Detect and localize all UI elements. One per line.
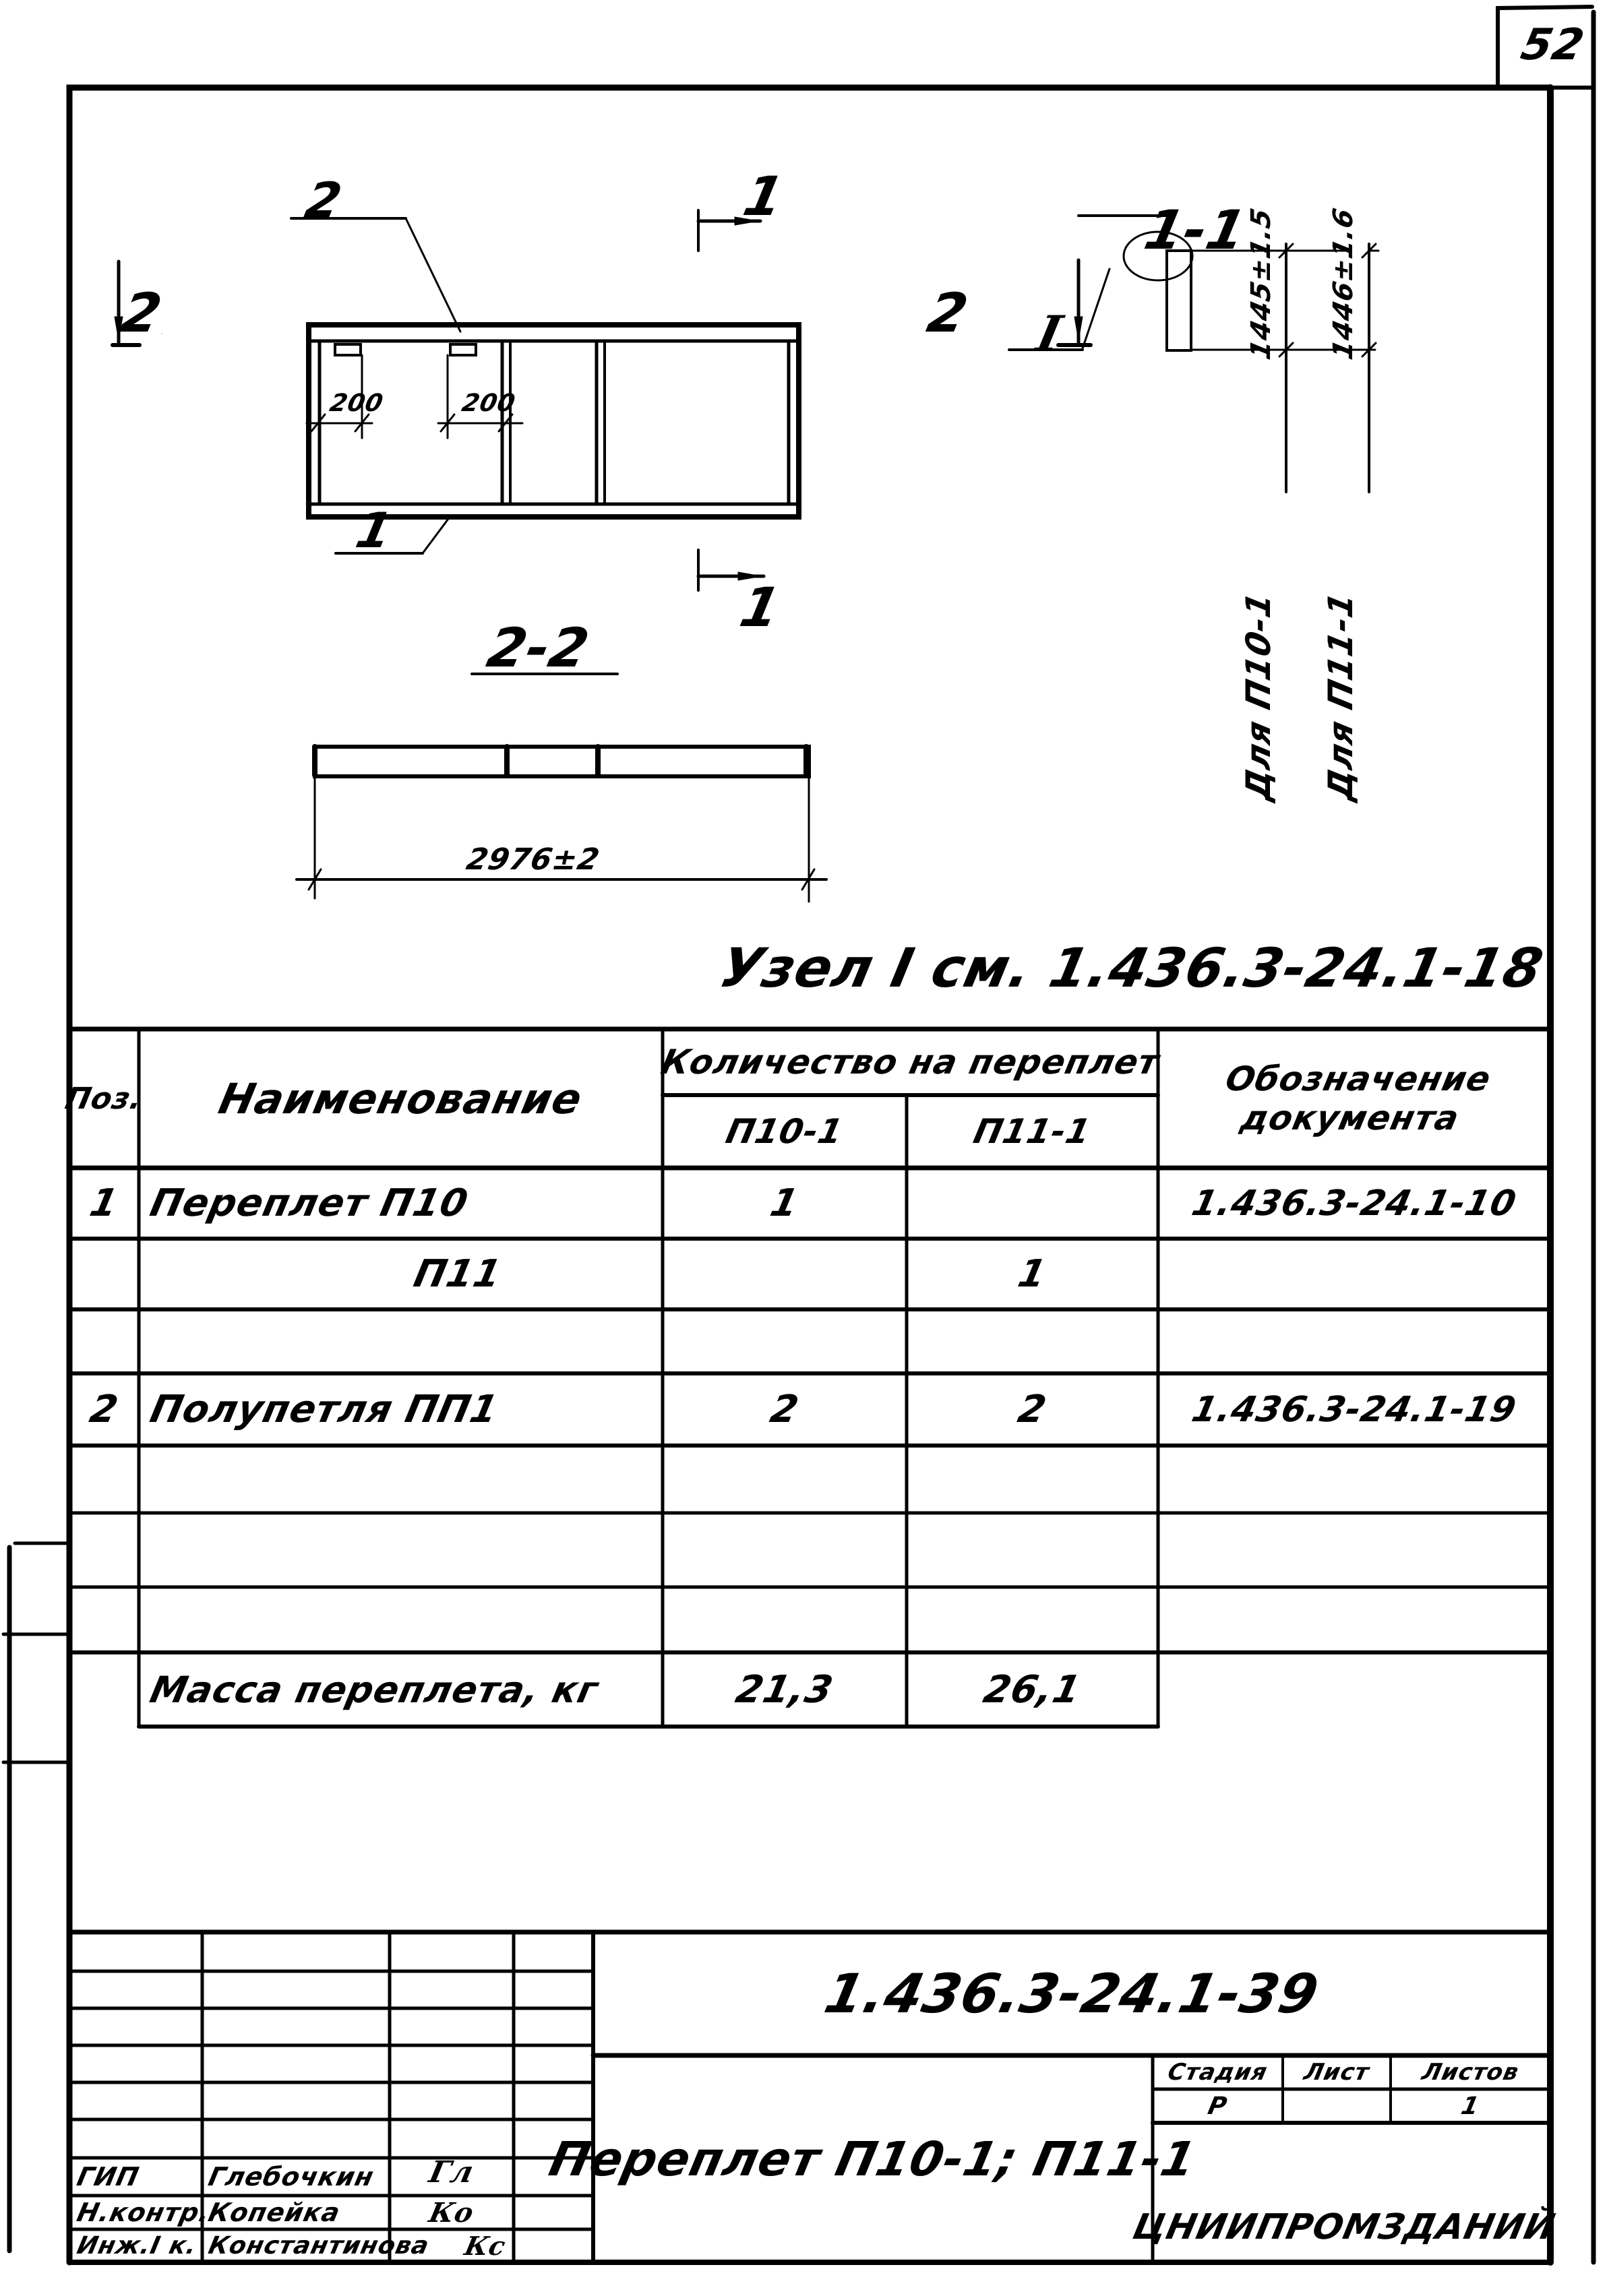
sign-name-3: Константинова (206, 2232, 432, 2260)
row-4-name: Полупетля ПП1 (146, 1388, 503, 1431)
row-1-qty-p10: 1 (766, 1181, 803, 1225)
mass-row-label: Масса переплета, кг (146, 1668, 603, 1711)
sheet-header: Лист (1301, 2059, 1372, 2086)
row-2-qty-p11: 1 (1014, 1252, 1051, 1296)
header-qty-p11: П11-1 (970, 1112, 1095, 1151)
header-doc: Обозначение документа (1222, 1059, 1495, 1138)
dimension-200-right: 200 (459, 390, 518, 417)
signature-2: Ко (426, 2196, 477, 2229)
section-2-2-dimension: 2976±2 (463, 842, 603, 877)
sign-role-1: ГИП (74, 2162, 142, 2192)
row-4-qty-p11: 2 (1014, 1388, 1051, 1431)
header-qty-group: Количество на переплет (657, 1043, 1163, 1082)
dimension-1446: 1446±1.6 (1328, 205, 1359, 363)
dimension-200-left: 200 (327, 390, 386, 417)
header-name: Наименование (214, 1074, 587, 1123)
sheets-value: 1 (1459, 2092, 1482, 2120)
stamp-code: 1.436.3-24.1-39 (819, 1962, 1325, 2025)
row-4-doc: 1.436.3-24.1-19 (1188, 1389, 1521, 1430)
section-2-2-title: 2-2 (482, 617, 595, 679)
node-reference-note: Узел I см. 1.436.3-24.1-18 (715, 937, 1549, 999)
page-number: 52 (1517, 20, 1589, 70)
signature-3: Кс (462, 2231, 509, 2261)
sign-name-1: Глебочкин (206, 2162, 377, 2192)
label-for-p10: Для П10-1 (1239, 588, 1278, 804)
sign-name-2: Копейка (206, 2198, 343, 2227)
sign-role-3: Инж.I к. (74, 2232, 200, 2260)
mass-row-p11: 26,1 (979, 1667, 1085, 1712)
stage-value: Р (1205, 2092, 1230, 2120)
mass-row-p10: 21,3 (731, 1667, 837, 1712)
sign-role-2: Н.контр. (74, 2198, 213, 2227)
row-4-qty-p10: 2 (766, 1388, 803, 1431)
sheet-title: Переплет П10-1; П11-1 (545, 2131, 1202, 2187)
organization-name: ЦНИИПРОМЗДАНИЙ (1129, 2207, 1559, 2247)
header-qty-p10: П10-1 (722, 1112, 847, 1151)
signature-1: Гл (426, 2154, 477, 2190)
dimension-1445: 1445±1.5 (1246, 205, 1277, 363)
sheets-header: Листов (1419, 2059, 1522, 2086)
row-1-doc: 1.436.3-24.1-10 (1188, 1183, 1521, 1224)
row-2-name: П11 (410, 1252, 506, 1296)
stage-header: Стадия (1165, 2059, 1271, 2086)
row-1-qty-p11 (899, 1168, 1165, 1239)
section-1-1-title: 1-1 (1139, 199, 1252, 261)
sheet-value (1279, 2089, 1395, 2123)
label-for-p11: Для П11-1 (1321, 588, 1360, 804)
row-1-name: Переплет П10 (146, 1181, 473, 1225)
